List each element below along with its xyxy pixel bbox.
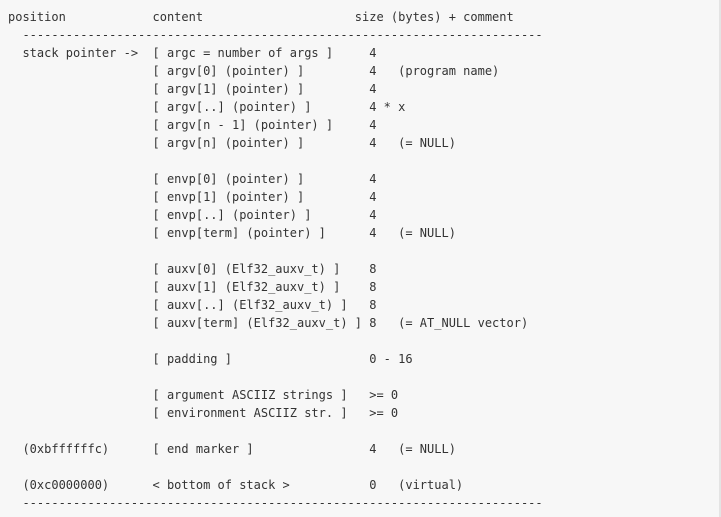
- separator-line: ----------------------------------------…: [8, 496, 543, 510]
- separator-line: ----------------------------------------…: [8, 28, 543, 42]
- blank-line: [8, 458, 721, 476]
- listing-line: [ padding ] 0 - 16: [8, 352, 413, 366]
- listing-line: [ argv[0] (pointer) ] 4 (program name): [8, 64, 500, 78]
- right-border: [719, 0, 721, 517]
- listing-line: (0xc0000000) < bottom of stack > 0 (virt…: [8, 478, 464, 492]
- blank-line: [8, 242, 721, 260]
- header-line: position content size (bytes) + comment: [8, 10, 514, 24]
- listing-line: [ argv[1] (pointer) ] 4: [8, 82, 377, 96]
- listing-line: [ argv[n] (pointer) ] 4 (= NULL): [8, 136, 456, 150]
- listing-line: [ auxv[term] (Elf32_auxv_t) ] 8 (= AT_NU…: [8, 316, 529, 330]
- listing-line: [ auxv[..] (Elf32_auxv_t) ] 8: [8, 298, 377, 312]
- listing-line: [ auxv[1] (Elf32_auxv_t) ] 8: [8, 280, 377, 294]
- listing-line: [ envp[0] (pointer) ] 4: [8, 172, 377, 186]
- listing-line: [ argument ASCIIZ strings ] >= 0: [8, 388, 399, 402]
- blank-line: [8, 368, 721, 386]
- listing-line: [ environment ASCIIZ str. ] >= 0: [8, 406, 399, 420]
- listing-line: [ envp[term] (pointer) ] 4 (= NULL): [8, 226, 456, 240]
- listing-line: [ auxv[0] (Elf32_auxv_t) ] 8: [8, 262, 377, 276]
- blank-line: [8, 332, 721, 350]
- listing-line: [ envp[1] (pointer) ] 4: [8, 190, 377, 204]
- blank-line: [8, 152, 721, 170]
- listing-line: [ argv[n - 1] (pointer) ] 4: [8, 118, 377, 132]
- listing-line: stack pointer -> [ argc = number of args…: [8, 46, 377, 60]
- listing-line: (0xbffffffc) [ end marker ] 4 (= NULL): [8, 442, 456, 456]
- listing-line: [ envp[..] (pointer) ] 4: [8, 208, 377, 222]
- listing-line: [ argv[..] (pointer) ] 4 * x: [8, 100, 406, 114]
- blank-line: [8, 422, 721, 440]
